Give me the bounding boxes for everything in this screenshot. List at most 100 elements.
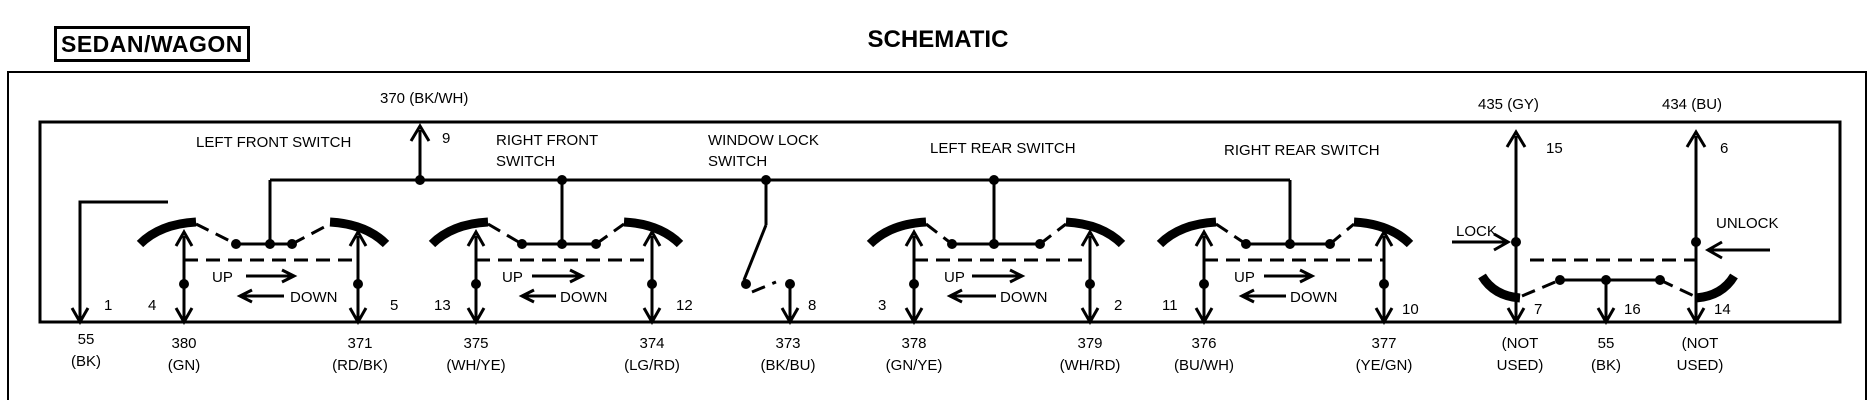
wire-color: (GN/YE) [886,357,943,374]
outer-frame [7,71,1867,400]
actuator-link [1659,278,1695,298]
contact-dot [947,239,957,249]
pin-label: 2 [1114,297,1122,314]
lock-label: LOCK [1456,223,1497,240]
arrow [1080,228,1100,247]
pin-label: 14 [1714,301,1731,318]
arrow-pin1 [70,307,90,326]
actuator-link [595,222,625,246]
label-window-lock-1: WINDOW LOCK [708,132,819,149]
down-label: DOWN [1290,289,1338,306]
arrow [780,307,800,326]
actuator-link [1215,222,1247,246]
arrow [1374,228,1394,247]
wire-color: (YE/GN) [1356,357,1413,374]
actuator-link [195,222,237,246]
junction-dot [1511,237,1521,247]
arrow [348,228,368,247]
contact-arc [1156,217,1217,248]
contact-arc [136,217,197,248]
junction-dot [1199,279,1209,289]
wire-color: (WH/YE) [446,357,505,374]
contact-dot [287,239,297,249]
wire-color: USED) [1497,357,1544,374]
bottom-wire-labels: 55 (BK) 380 (GN) 371 (RD/BK) 375 (WH/YE)… [71,331,1723,374]
pin-label: 5 [390,297,398,314]
wire-id: 373 [775,335,800,352]
wire-id: (NOT [1502,335,1539,352]
up-label: UP [1234,269,1255,286]
arrow-434 [1685,129,1707,148]
model-label: SEDAN/WAGON [54,26,250,62]
lock-link [751,280,777,294]
label-window-lock-2: SWITCH [708,153,767,170]
lock-arrowhead [1493,232,1512,252]
contact-dot [1325,239,1335,249]
wire-color: (BK) [1591,357,1621,374]
up-label: UP [212,269,233,286]
wire-label-434: 434 (BU) [1662,96,1722,113]
left-front-switch [136,217,390,322]
actuator-link [291,222,331,246]
arrow-435 [1505,129,1527,148]
label-right-front-1: RIGHT FRONT [496,132,598,149]
wire-color: (BK/BU) [760,357,815,374]
wire-id: 375 [463,335,488,352]
actuator-link [925,222,953,246]
down-label: DOWN [1000,289,1048,306]
label-right-rear: RIGHT REAR SWITCH [1224,142,1380,159]
wire-id: 371 [347,335,372,352]
wire-color: (BK) [71,353,101,370]
pin-label: 12 [676,297,693,314]
label-right-front-2: SWITCH [496,153,555,170]
actuator-link [1039,222,1067,246]
lock-blade [742,224,768,281]
wire-label-370: 370 (BK/WH) [380,90,468,107]
wire-pin1 [78,200,168,322]
pin-label-9: 9 [442,130,450,147]
contact-arc [1478,273,1521,303]
wire-id: 378 [901,335,926,352]
wire-id: 380 [171,335,196,352]
contact-dot [1241,239,1251,249]
junction-dot [353,279,363,289]
actuator-link [1329,222,1355,246]
junction-dot [761,175,771,185]
wire-id: 376 [1191,335,1216,352]
junction-dot [989,175,999,185]
switch-box [38,120,1842,324]
wire-color: USED) [1677,357,1724,374]
down-label: DOWN [290,289,338,306]
actuator-link [1521,278,1561,298]
contact-dot [557,239,567,249]
arrow [904,228,924,247]
down-label: DOWN [560,289,608,306]
pin-label: 7 [1534,301,1542,318]
wire-id: 379 [1077,335,1102,352]
arrow [642,228,662,247]
pin-label: 16 [1624,301,1641,318]
right-front-switch [428,217,684,322]
pin-label: 13 [434,297,451,314]
contact-dot [1555,275,1565,285]
label-left-front: LEFT FRONT SWITCH [196,134,351,151]
contact-dot [785,279,795,289]
arrow [1194,228,1214,247]
bottom-arrows [174,307,1706,326]
contact-dot [265,239,275,249]
contact-dot [591,239,601,249]
junction-dot [1691,237,1701,247]
junction-dot [179,279,189,289]
actuator-link [487,222,523,246]
contact-arc [1695,273,1738,303]
pin-label: 10 [1402,301,1419,318]
contact-dot [517,239,527,249]
pin-label: 1 [104,297,112,314]
pin-label-15: 15 [1546,140,1563,157]
wire-color: (RD/BK) [332,357,388,374]
pin-label: 11 [1162,297,1178,314]
contact-dot [741,279,751,289]
page-title: SCHEMATIC [867,26,1009,53]
contact-arc [1353,217,1414,248]
